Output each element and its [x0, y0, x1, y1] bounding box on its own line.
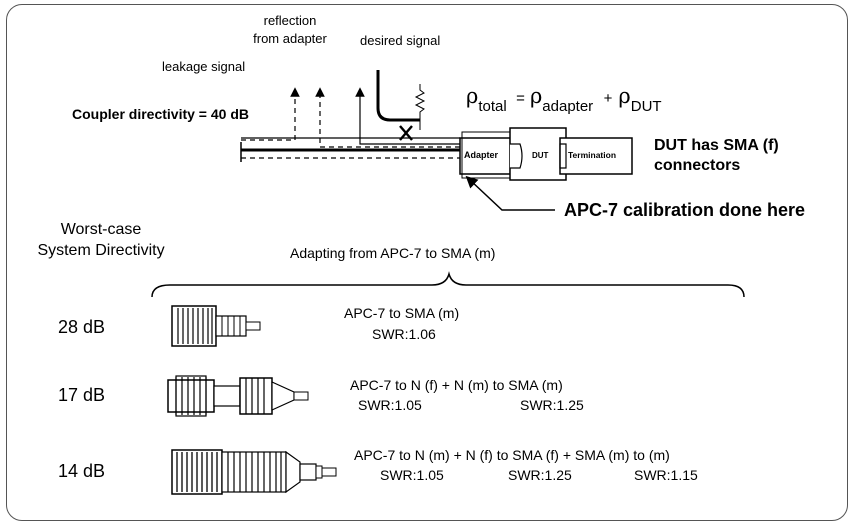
rho-total-symbol: ρ	[466, 84, 479, 108]
adapting-label: Adapting from APC-7 to SMA (m)	[290, 245, 496, 261]
coupler-branch	[376, 70, 420, 122]
coupler-line	[240, 137, 460, 162]
leakage-signal-label: leakage signal	[162, 59, 246, 74]
row-1-description: APC-7 to SMA (m)	[344, 305, 460, 321]
dut-note-line2: connectors	[654, 157, 741, 174]
termination-block-label: Termination	[568, 150, 617, 160]
worst-case-label-line1: Worst-case	[60, 221, 142, 238]
row-2-directivity: 17 dB	[58, 385, 106, 405]
adapter-illustration-1	[171, 305, 261, 347]
dut-block-label: DUT	[532, 151, 549, 160]
worst-case-label-line2: System Directivity	[37, 242, 165, 259]
coupler-x-icon	[399, 125, 413, 141]
row-3-directivity: 14 dB	[58, 461, 106, 481]
adapting-brace	[151, 271, 745, 298]
row-3-swr-1: SWR:1.05	[380, 467, 444, 483]
row-3-description: APC-7 to N (m) + N (f) to SMA (f) + SMA …	[354, 447, 670, 463]
calibration-note: APC-7 calibration done here	[564, 200, 806, 220]
formula-equals: =	[516, 90, 525, 107]
adapter-illustration-3	[171, 449, 337, 495]
rho-adapter-sub: adapter	[542, 98, 594, 115]
dut-note-line1: DUT has SMA (f)	[654, 137, 779, 154]
reflection-path	[315, 87, 460, 148]
adapter-block-label: Adapter	[464, 150, 499, 160]
row-2-swr-2: SWR:1.25	[520, 397, 584, 413]
row-1-swr-1: SWR:1.06	[372, 326, 436, 342]
row-3-swr-2: SWR:1.25	[508, 467, 572, 483]
coupler-directivity-label: Coupler directivity = 40 dB	[72, 106, 249, 122]
diagram-frame	[6, 4, 848, 521]
rho-total-sub: total	[478, 98, 507, 115]
desired-signal-path	[355, 87, 460, 145]
rho-dut-sub: DUT	[630, 98, 662, 115]
desired-signal-label: desired signal	[360, 33, 441, 48]
row-2-description: APC-7 to N (f) + N (m) to SMA (m)	[350, 377, 563, 393]
adapter-illustration-2	[167, 375, 309, 417]
row-2-swr-1: SWR:1.05	[358, 397, 422, 413]
reflection-label-line1: reflection	[263, 13, 317, 28]
coupler-load-resistor	[414, 84, 426, 120]
reflection-label-line2: from adapter	[253, 31, 327, 46]
formula-plus: +	[603, 90, 613, 107]
calibration-pointer	[465, 175, 555, 211]
setup-blocks	[459, 127, 633, 181]
rho-dut-symbol: ρ	[618, 84, 631, 108]
rho-adapter-symbol: ρ	[529, 84, 543, 108]
leakage-signal-path	[241, 87, 300, 141]
row-3-swr-3: SWR:1.15	[634, 467, 698, 483]
reflection-formula: ρtotal =ρadapter +ρDUT	[466, 84, 662, 115]
row-1-directivity: 28 dB	[58, 317, 106, 337]
